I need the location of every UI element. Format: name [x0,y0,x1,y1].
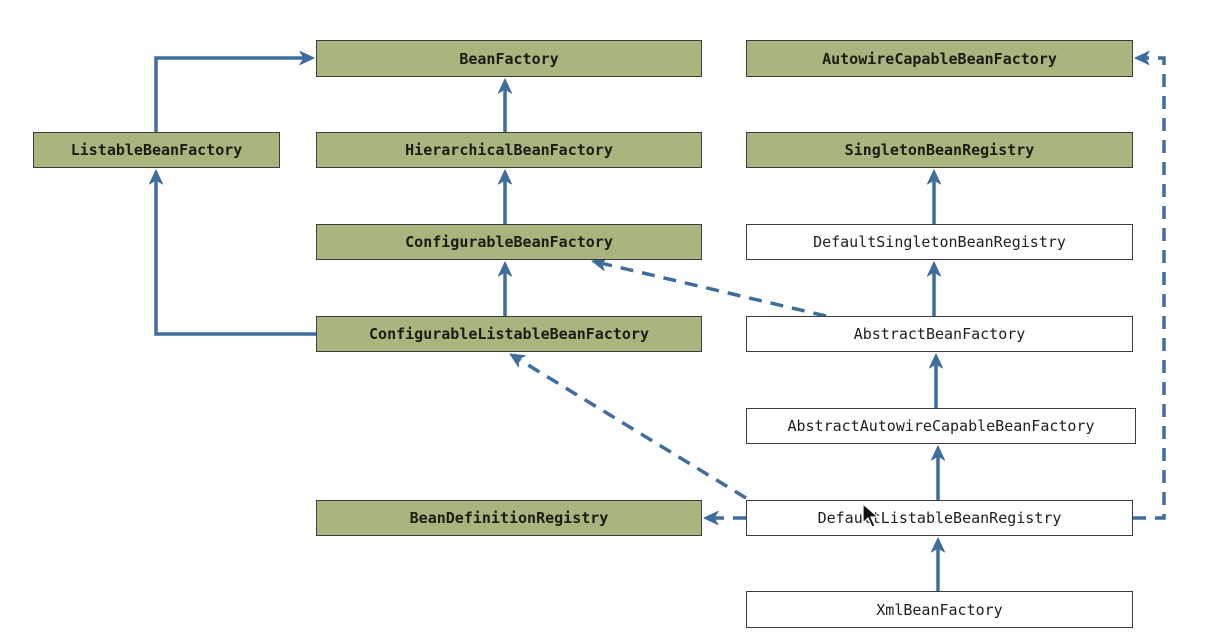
node-xml-bean-factory[interactable]: XmlBeanFactory [746,591,1133,628]
edge-configurable-bean-factory-to-hierarchical-bean-factory-arrowhead [498,169,512,185]
node-hierarchical-bean-factory[interactable]: HierarchicalBeanFactory [316,132,702,168]
edge-default-listable-bean-registry-to-configurable-listable-bean-factory-arrowhead [509,353,526,368]
edge-listable-bean-factory-to-bean-factory-extends [154,56,305,132]
edge-default-listable-bean-registry-to-abstract-autowire-capable-bean-factory-arrowhead [931,445,945,461]
edge-abstract-bean-factory-to-default-singleton-bean-registry-arrowhead [927,261,941,277]
node-configurable-bean-factory[interactable]: ConfigurableBeanFactory [316,224,702,260]
node-bean-factory[interactable]: BeanFactory [316,40,702,77]
mouse-cursor-icon [862,503,880,528]
edge-xml-bean-factory-to-default-listable-bean-registry-arrowhead [931,537,945,553]
node-singleton-bean-registry[interactable]: SingletonBeanRegistry [746,132,1133,168]
edge-configurable-listable-bean-factory-to-configurable-bean-factory-arrowhead [498,261,512,277]
node-label: DefaultSingletonBeanRegistry [813,233,1066,251]
node-label: DefaultListableBeanRegistry [817,509,1062,527]
edge-listable-bean-factory-to-bean-factory-arrowhead [299,51,315,65]
node-bean-definition-registry[interactable]: BeanDefinitionRegistry [316,500,702,536]
node-label: HierarchicalBeanFactory [405,141,613,159]
node-label: BeanDefinitionRegistry [409,509,609,527]
node-default-singleton-bean-registry[interactable]: DefaultSingletonBeanRegistry [746,224,1133,260]
node-label: ConfigurableBeanFactory [405,233,613,251]
node-autowire-capable-bean-factory[interactable]: AutowireCapableBeanFactory [746,40,1133,77]
edge-default-listable-bean-registry-to-autowire-capable-bean-factory-implements [1133,56,1166,520]
edge-default-listable-bean-registry-to-bean-definition-registry-arrowhead [703,511,719,525]
node-label: XmlBeanFactory [876,600,1003,619]
node-configurable-listable-bean-factory[interactable]: ConfigurableListableBeanFactory [316,316,702,352]
node-listable-bean-factory[interactable]: ListableBeanFactory [33,132,280,168]
edge-abstract-bean-factory-to-configurable-bean-factory-implements [600,261,827,318]
node-default-listable-bean-registry[interactable]: DefaultListableBeanRegistry [746,500,1133,536]
node-label: AutowireCapableBeanFactory [822,49,1057,68]
edge-default-singleton-bean-registry-to-singleton-bean-registry-arrowhead [927,169,941,185]
node-label: ConfigurableListableBeanFactory [369,325,649,343]
node-abstract-autowire-capable-bean-factory[interactable]: AbstractAutowireCapableBeanFactory [746,408,1136,444]
node-label: SingletonBeanRegistry [844,141,1035,159]
edge-configurable-listable-bean-factory-to-listable-bean-factory-extends [154,179,316,336]
node-label: BeanFactory [459,49,559,68]
node-abstract-bean-factory[interactable]: AbstractBeanFactory [746,316,1133,352]
node-label: AbstractAutowireCapableBeanFactory [787,417,1095,435]
edge-default-listable-bean-registry-to-autowire-capable-bean-factory-arrowhead [1134,51,1150,65]
node-label: ListableBeanFactory [70,141,243,159]
edge-abstract-autowire-capable-bean-factory-to-abstract-bean-factory-arrowhead [929,353,943,369]
edge-configurable-listable-bean-factory-to-listable-bean-factory-arrowhead [149,169,163,185]
edge-default-listable-bean-registry-to-configurable-listable-bean-factory-implements [516,357,747,500]
edge-hierarchical-bean-factory-to-bean-factory-arrowhead [498,78,512,94]
node-label: AbstractBeanFactory [853,325,1026,343]
